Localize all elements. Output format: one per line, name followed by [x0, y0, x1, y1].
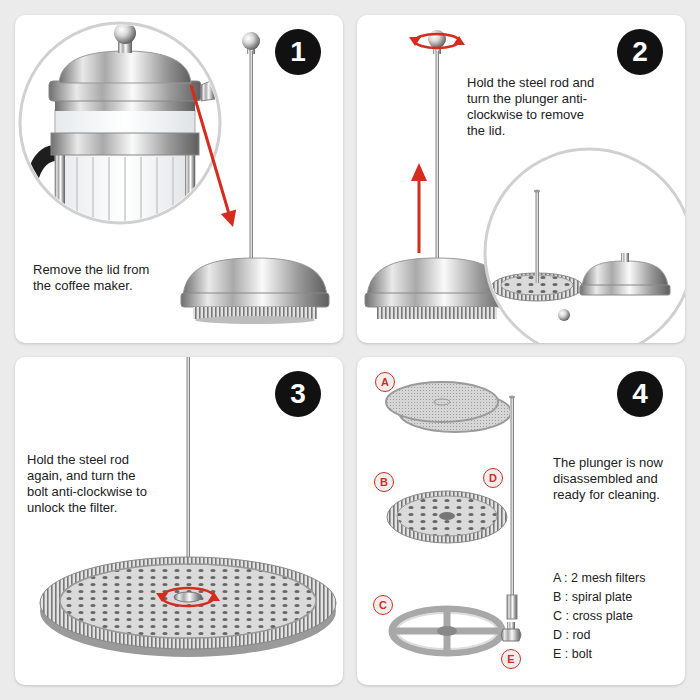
part-letter-badge: E	[501, 649, 521, 669]
callout-letter: E	[507, 654, 514, 665]
callout-letter: D	[489, 473, 497, 484]
callout-number: 1	[290, 38, 306, 66]
step-instruction: Remove the lid from the coffee maker.	[33, 262, 163, 294]
step-instruction: Hold the steel rod again, and turn the b…	[27, 452, 157, 516]
part-letter-badge: A	[375, 372, 395, 392]
step-number-badge: 2	[617, 29, 663, 75]
step-number-badge: 4	[617, 371, 663, 417]
callout-number: 2	[632, 38, 648, 66]
callout-letter: C	[379, 600, 387, 611]
step-number-badge: 3	[275, 371, 321, 417]
callout-number: 3	[290, 380, 306, 408]
part-key: D : rod	[553, 627, 591, 643]
part-letter-badge: D	[483, 468, 503, 488]
part-letter-badge: C	[373, 595, 393, 615]
step-instruction: Hold the steel rod and turn the plunger …	[467, 75, 599, 139]
callout-number: 4	[632, 380, 648, 408]
part-key: E : bolt	[553, 646, 592, 662]
step-instruction: The plunger is now disassembled and read…	[553, 455, 675, 503]
step-panel: Remove the lid from the coffee maker. 1	[15, 15, 343, 343]
step-panel: Hold the steel rod again, and turn the b…	[15, 357, 343, 685]
step-panel: Hold the steel rod and turn the plunger …	[357, 15, 685, 343]
part-letter-badge: B	[374, 472, 394, 492]
step-panel: The plunger is now disassembled and read…	[357, 357, 685, 685]
part-key: C : cross plate	[553, 608, 633, 624]
part-key: A : 2 mesh filters	[553, 570, 645, 586]
step-number-badge: 1	[275, 29, 321, 75]
callout-letter: A	[381, 377, 389, 388]
part-key: B : spiral plate	[553, 589, 632, 605]
callout-letter: B	[380, 477, 388, 488]
